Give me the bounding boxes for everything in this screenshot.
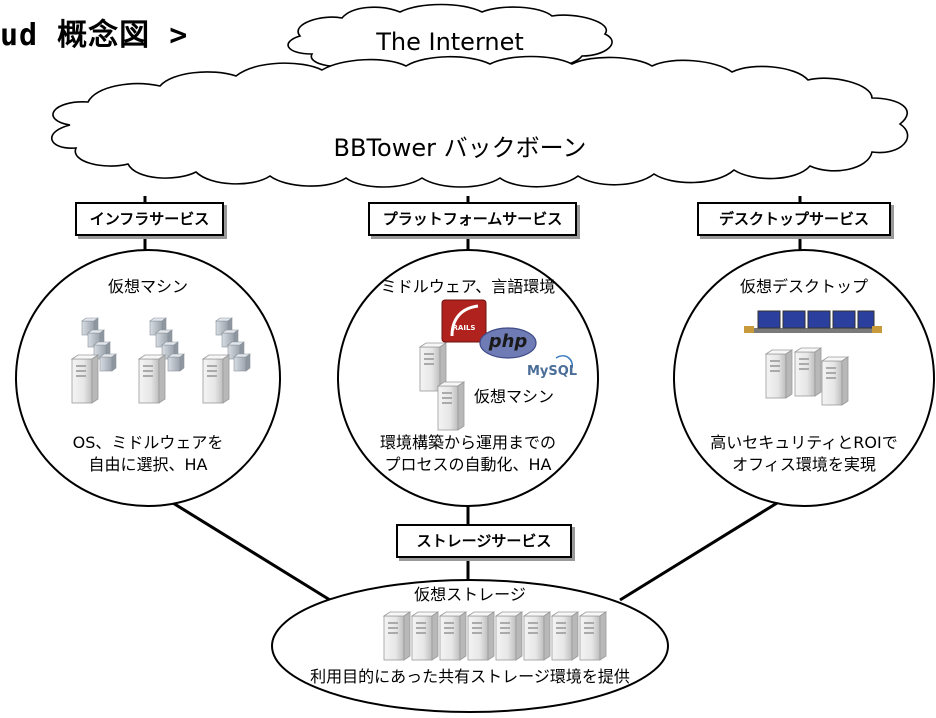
platform-bottom-line1: 環境構築から運用までの bbox=[379, 433, 556, 452]
platform-top-label: ミドルウェア、言語環境 bbox=[380, 277, 556, 296]
platform-ellipse bbox=[337, 249, 599, 507]
infra-top-label: 仮想マシン bbox=[107, 277, 188, 296]
php-logo bbox=[479, 327, 537, 359]
line-desktop-storage bbox=[619, 493, 791, 602]
rails-logo bbox=[441, 299, 487, 343]
desktop-service-box: デスクトップサービス bbox=[697, 202, 891, 236]
desktop-bottom-line2: オフィス環境を実現 bbox=[732, 455, 876, 474]
desktop-monitors bbox=[744, 310, 882, 333]
platform-service-box: プラットフォームサービス bbox=[368, 202, 577, 236]
desktop-top-label: 仮想デスクトップ bbox=[739, 277, 868, 296]
backbone-cloud bbox=[50, 55, 909, 188]
backbone-label: BBTower バックボーン bbox=[333, 134, 587, 162]
line-infra-storage bbox=[159, 493, 331, 602]
storage-service-box: ストレージサービス bbox=[396, 524, 572, 558]
platform-bottom-line2: プロセスの自動化、HA bbox=[384, 455, 552, 474]
internet-label: The Internet bbox=[376, 28, 524, 56]
infra-bottom-line2: 自由に選択、HA bbox=[88, 455, 208, 474]
php-logo-text: php bbox=[488, 331, 528, 352]
infra-bottom-line1: OS、ミドルウェアを bbox=[72, 433, 224, 452]
mysql-logo-text: MySQL bbox=[526, 364, 578, 379]
desktop-bottom-line1: 高いセキュリティとROIで bbox=[710, 433, 898, 452]
storage-top-label: 仮想ストレージ bbox=[414, 585, 526, 604]
rails-logo-text: RAILS bbox=[452, 324, 476, 332]
platform-vm-label: 仮想マシン bbox=[474, 387, 555, 406]
infra-service-box: インフラサービス bbox=[75, 202, 224, 236]
page-title: ud 概念図 > bbox=[0, 18, 189, 53]
mysql-logo bbox=[555, 355, 574, 369]
storage-bottom-label: 利用目的にあった共有ストレージ環境を提供 bbox=[310, 667, 630, 686]
